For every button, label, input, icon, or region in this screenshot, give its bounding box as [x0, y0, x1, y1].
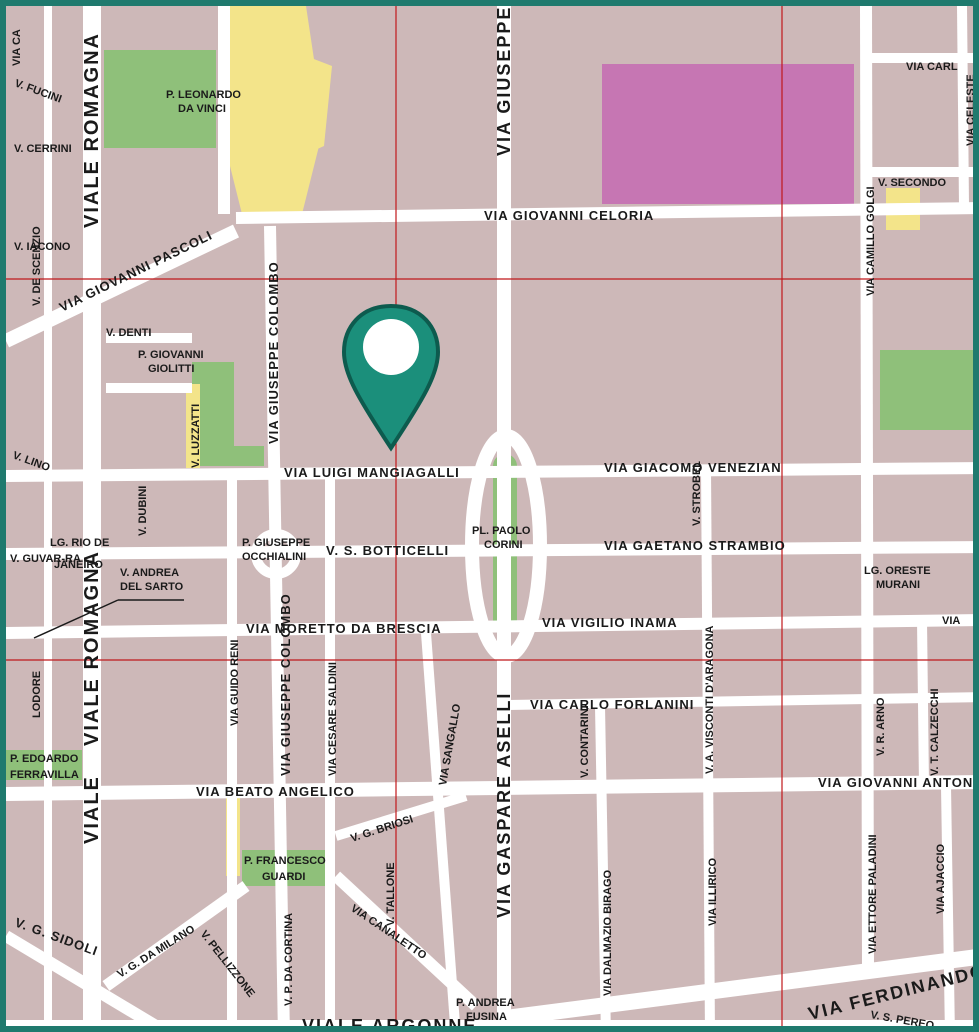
label-via-giovanni-anton: VIA GIOVANNI ANTONELLI: [818, 775, 979, 790]
label-v-sterrini: V. CERRINI: [14, 143, 72, 155]
label-viale-romagna-3: VIALE: [81, 775, 103, 844]
label-lodore: LODORE: [31, 671, 43, 718]
label-pointer-line: [33, 599, 119, 639]
label-via-venezian: VIA GIACOMO VENEZIAN: [604, 460, 782, 475]
label-via-carl: VIA CARL: [906, 61, 958, 73]
label-v-denti: V. DENTI: [106, 327, 151, 339]
label-pl-corini-2: CORINI: [484, 539, 523, 551]
label-via-mangiagalli: VIA LUIGI MANGIAGALLI: [284, 465, 460, 480]
label-p-giolitti-2: GIOLITTI: [148, 363, 194, 375]
label-via-giuseppe-p: VIA GIUSEPPE PONZIO: [494, 6, 514, 156]
roundabout-corini: [465, 429, 547, 663]
label-p-guardi-2: GUARDI: [262, 871, 305, 883]
label-via-ca: VIA CA: [11, 29, 23, 66]
label-v-andrea-2: DEL SARTO: [120, 581, 184, 593]
place-labels: P. LEONARDO DA VINCI V. DENTI P. GIOVANN…: [10, 78, 931, 1023]
label-lg-rio-2: JANEIRO: [54, 559, 103, 571]
label-v-andrea-1: V. ANDREA: [120, 567, 179, 579]
label-via-secondo: V. SECONDO: [878, 177, 947, 189]
label-via-saldini: VIA CESARE SALDINI: [327, 662, 339, 776]
label-via-strambio: VIA GAETANO STRAMBIO: [604, 538, 786, 553]
label-via-inama: VIA VIGILIO INAMA: [542, 615, 678, 630]
label-via-ajaccio: VIA AJACCIO: [935, 843, 947, 914]
park-leonardo: [104, 50, 216, 148]
label-p-edoardo-2: FERRAVILLA: [10, 769, 79, 781]
map-grid: [6, 6, 973, 1026]
label-via-golgi: VIA CAMILLO GOLGI: [865, 186, 877, 296]
label-lg-murani-1: LG. ORESTE: [864, 565, 931, 577]
label-v-luzzatti: V. LUZZATTI: [190, 404, 202, 468]
label-p-giolitti-1: P. GIOVANNI: [138, 349, 204, 361]
label-viale-argonne: VIALE ARGONNE: [302, 1016, 477, 1032]
label-via-celeste: VIA CELESTE: [965, 74, 977, 146]
label-p-guardi-1: P. FRANCESCO: [244, 855, 326, 867]
label-p-edoardo-1: P. EDOARDO: [10, 753, 79, 765]
label-via-visconti: V. A. VISCONTI D'ARAGONA: [704, 625, 716, 774]
label-via-forlanini: VIA CARLO FORLANINI: [530, 697, 694, 712]
label-lg-murani-2: MURANI: [876, 579, 920, 591]
label-via-illirico: VIA ILLIRICO: [707, 858, 719, 926]
park-right: [880, 350, 973, 430]
label-lg-rio-1: LG. RIO DE: [50, 537, 109, 549]
label-v-dubini: V. DUBINI: [137, 486, 149, 536]
label-via-celoria: VIA GIOVANNI CELORIA: [484, 208, 654, 223]
label-viale-romagna-bottom: VIALE ROMAGNA: [81, 550, 103, 746]
label-via-strobel: V. STROBEL: [691, 461, 703, 526]
label-viale-romagna-top: VIALE ROMAGNA: [81, 32, 103, 228]
park-giolitti-2: [234, 446, 264, 466]
label-via-beato-angelico: VIA BEATO ANGELICO: [196, 784, 355, 799]
label-via-tallone: V. TALLONE: [385, 862, 397, 926]
label-via-right: VIA: [942, 615, 960, 627]
label-p-occhialini-2: OCCHIALINI: [242, 551, 306, 563]
label-via-guido-reni: VIA GUIDO RENI: [229, 640, 241, 726]
label-p-fusina-1: P. ANDREA: [456, 997, 515, 1009]
label-p-fusina-2: FUSINA: [466, 1011, 507, 1023]
label-p-occhialini-1: P. GIUSEPPE: [242, 537, 310, 549]
label-via-colombo-bottom: VIA GIUSEPPE COLOMBO: [278, 593, 293, 776]
roads: [6, 6, 973, 1026]
label-via-birago: VIA DALMAZIO BIRAGO: [602, 869, 614, 996]
label-p-leonardo-1: P. LEONARDO: [166, 89, 241, 101]
label-v-scenzio: V. DE SCENZIO: [31, 226, 43, 306]
label-via-moretto: VIA MORETTO DA BRESCIA: [246, 621, 442, 636]
campus-area: [602, 64, 854, 204]
label-via-calzecchi: V. T. CALZECCHI: [929, 688, 941, 776]
label-p-leonardo-2: DA VINCI: [178, 103, 226, 115]
label-v-guvar: V. GUVAR-RA: [10, 553, 81, 565]
city-map[interactable]: VIALE ROMAGNA VIALE ROMAGNA VIALE VIA GI…: [6, 6, 979, 1032]
roundabout-occhialini: [251, 529, 301, 579]
label-via-botticelli: V. S. BOTTICELLI: [326, 543, 449, 558]
label-via-contarini: V. CONTARINI: [579, 705, 591, 778]
label-via-arno: V. R. ARNO: [875, 697, 887, 756]
label-via-cortina: V. P. DA CORTINA: [283, 913, 295, 1006]
map-pin-icon[interactable]: [341, 303, 441, 452]
label-via-aselli: VIA GASPARE ASELLI: [494, 692, 514, 918]
label-pl-corini-1: PL. PAOLO: [472, 525, 531, 537]
label-via-paladini: VIA ETTORE PALADINI: [867, 834, 879, 954]
label-v-iacono: V. IACONO: [14, 241, 71, 253]
label-via-colombo-top: VIA GIUSEPPE COLOMBO: [266, 261, 281, 444]
map-pin-center: [363, 319, 419, 375]
